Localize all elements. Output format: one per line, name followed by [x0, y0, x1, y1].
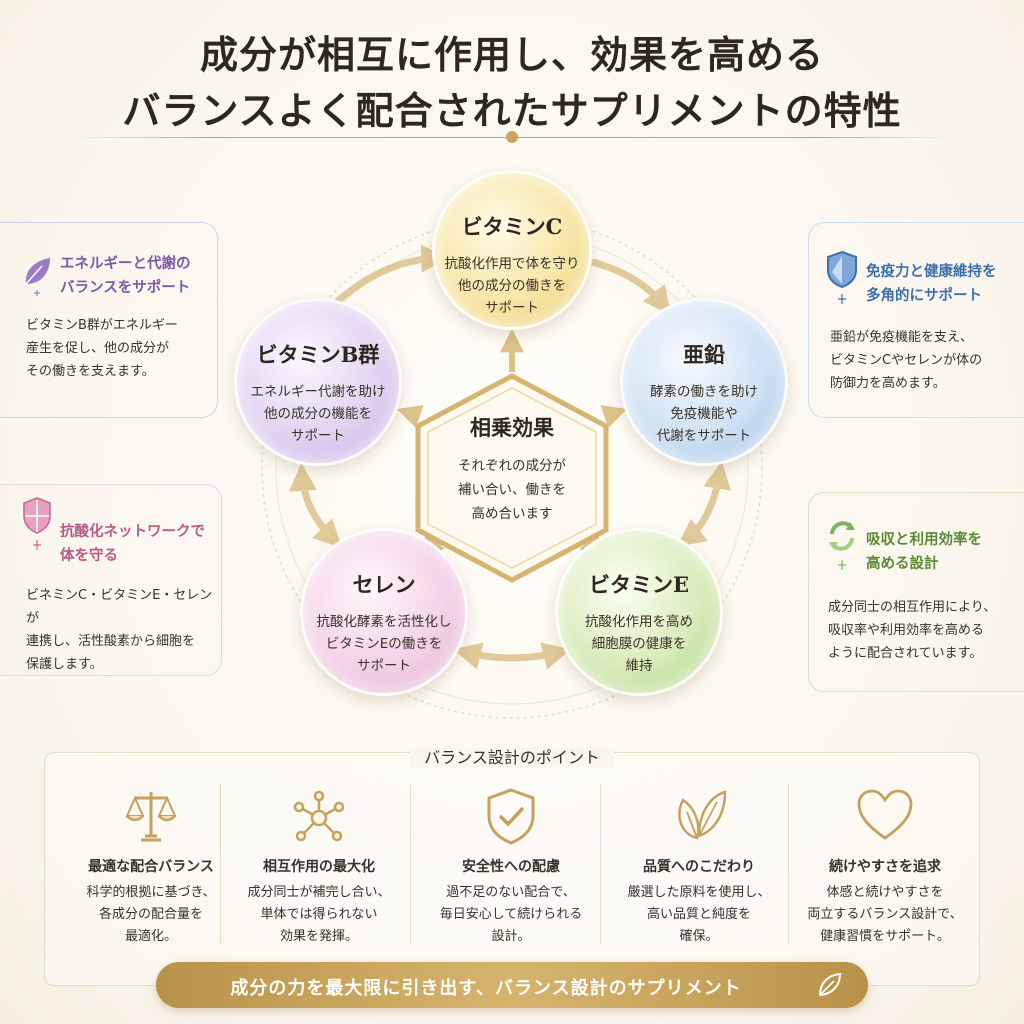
leaf-icon	[25, 258, 50, 296]
side-card-immune: 免疫力と健康維持を多角的にサポート 亜鉛が免疫機能を支え、ビタミンCやセレンが体…	[808, 222, 1024, 418]
point-heading: 安全性への配慮	[462, 859, 560, 875]
spoke-zn	[600, 405, 628, 428]
cycle-arrows-icon	[829, 521, 855, 570]
scale-icon	[125, 792, 177, 842]
bottom-banner: 成分の力を最大限に引き出す、バランス設計のサプリメント	[156, 962, 868, 1008]
banner-text: 成分の力を最大限に引き出す、バランス設計のサプリメント	[230, 978, 742, 999]
spoke-vb	[396, 405, 424, 428]
node-desc: 抗酸化作用で体を守り他の成分の働きをサポート	[444, 256, 580, 316]
side-card-absorption: 吸収と利用効率を高める設計 成分同士の相互作用により、吸収率や利用効率を高めるよ…	[808, 492, 1024, 692]
side-card-heading: 抗酸化ネットワークで体を守る	[60, 524, 205, 564]
point-item-safety: 安全性への配慮 過不足のない配合で、毎日安心して続けられる設計。	[418, 782, 604, 950]
column-divider	[410, 784, 411, 944]
column-divider	[220, 784, 221, 944]
arrow-zn-ve	[677, 460, 732, 547]
node-vitamin-c: ビタミンC 抗酸化作用で体を守り他の成分の働きをサポート	[432, 170, 592, 330]
arrow-se-vb	[288, 462, 342, 548]
heart-icon	[857, 789, 913, 840]
node-name: 亜鉛	[683, 342, 725, 367]
point-heading: 品質へのこだわり	[643, 859, 755, 875]
node-name: ビタミンC	[461, 214, 563, 239]
side-card-body: ビネミンC・ビタミンE・セレンが連携し、活性酸素から細胞を保護します。	[26, 588, 213, 672]
node-name: ビタミンE	[588, 572, 689, 597]
point-heading: 最適な配合バランス	[88, 859, 214, 875]
point-heading: 相互作用の最大化	[263, 859, 375, 875]
page-title-line1: 成分が相互に作用し、効果を高める	[199, 32, 824, 77]
node-desc: 酵素の働きを助け免疫機能や代謝をサポート	[650, 384, 758, 444]
side-card-heading: 免疫力と健康維持を多角的にサポート	[866, 264, 997, 304]
node-vitamin-b: ビタミンB群 エネルギー代謝を助け他の成分の機能をサポート	[234, 298, 402, 466]
column-divider	[600, 784, 601, 944]
arrow-vb-vc	[325, 244, 450, 313]
molecule-icon	[293, 790, 345, 842]
node-name: ビタミンB群	[256, 342, 380, 367]
side-card-antioxidant: 抗酸化ネットワークで体を守る ビネミンC・ビタミンE・セレンが連携し、活性酸素か…	[0, 484, 222, 676]
node-desc: 抗酸化作用を高め細胞膜の健康を維持	[585, 614, 693, 674]
node-desc: 抗酸化酵素を活性化しビタミンEの働きをサポート	[316, 614, 452, 674]
side-card-heading: 吸収と利用効率を高める設計	[866, 532, 982, 572]
side-card-body: ビタミンB群がエネルギー産生を促し、他の成分がその働きを支えます。	[26, 318, 178, 379]
point-body: 過不足のない配合で、毎日安心して続けられる設計。	[439, 885, 583, 944]
shield-check-icon	[487, 788, 535, 845]
node-selenium: セレン 抗酸化酵素を活性化しビタミンEの働きをサポート	[300, 528, 468, 696]
shield-icon	[827, 250, 857, 304]
shield-icon	[23, 497, 51, 550]
point-body: 成分同士が補完し合い、単体では得られない効果を発揮。	[247, 885, 391, 944]
center-desc: それぞれの成分が補い合い、働きを高め合います	[458, 458, 566, 522]
side-card-body: 亜鉛が免疫機能を支え、ビタミンCやセレンが体の防御力を高めます。	[830, 330, 983, 391]
center-title: 相乗効果	[470, 415, 554, 440]
point-item-interaction: 相互作用の最大化 成分同士が補完し合い、単体では得られない効果を発揮。	[226, 782, 412, 950]
side-card-heading: エネルギーと代謝のバランスをサポート	[60, 256, 191, 296]
point-body: 厳選した原料を使用し、高い品質と純度を確保。	[627, 885, 771, 944]
node-zinc: 亜鉛 酵素の働きを助け免疫機能や代謝をサポート	[620, 298, 788, 466]
points-title: バランス設計のポイント	[0, 744, 1024, 768]
point-item-continuity: 続けやすさを追求 体感と続けやすさを両立するバランス設計で、健康習慣をサポート。	[792, 782, 978, 950]
point-body: 科学的根拠に基づき、各成分の配合量を最適化。	[86, 885, 216, 944]
point-heading: 続けやすさを追求	[829, 859, 941, 875]
node-desc: エネルギー代謝を助け他の成分の機能をサポート	[250, 384, 386, 444]
side-card-body: 成分同士の相互作用により、吸収率や利用効率を高めるように配合されています。	[828, 600, 997, 661]
center-hexagon	[415, 373, 609, 583]
leaf-icon	[818, 972, 842, 997]
page-title-line2: バランスよく配合されたサプリメントの特性	[122, 88, 902, 133]
leaves-icon	[678, 790, 727, 840]
node-vitamin-e: ビタミンE 抗酸化作用を高め細胞膜の健康を維持	[555, 528, 723, 696]
side-card-energy: エネルギーと代謝のバランスをサポート ビタミンB群がエネルギー産生を促し、他の成…	[0, 222, 218, 418]
point-item-balance: 最適な配合バランス 科学的根拠に基づき、各成分の配合量を最適化。	[58, 782, 244, 950]
point-body: 体感と続けやすさを両立するバランス設計で、健康習慣をサポート。	[807, 885, 963, 944]
arrow-ve-se	[453, 642, 571, 670]
column-divider	[788, 784, 789, 944]
title-divider-dot	[506, 131, 518, 143]
point-item-quality: 品質へのこだわり 厳選した原料を使用し、高い品質と純度を確保。	[606, 782, 792, 950]
arrow-vc-zn	[591, 258, 671, 315]
node-name: セレン	[352, 572, 416, 597]
